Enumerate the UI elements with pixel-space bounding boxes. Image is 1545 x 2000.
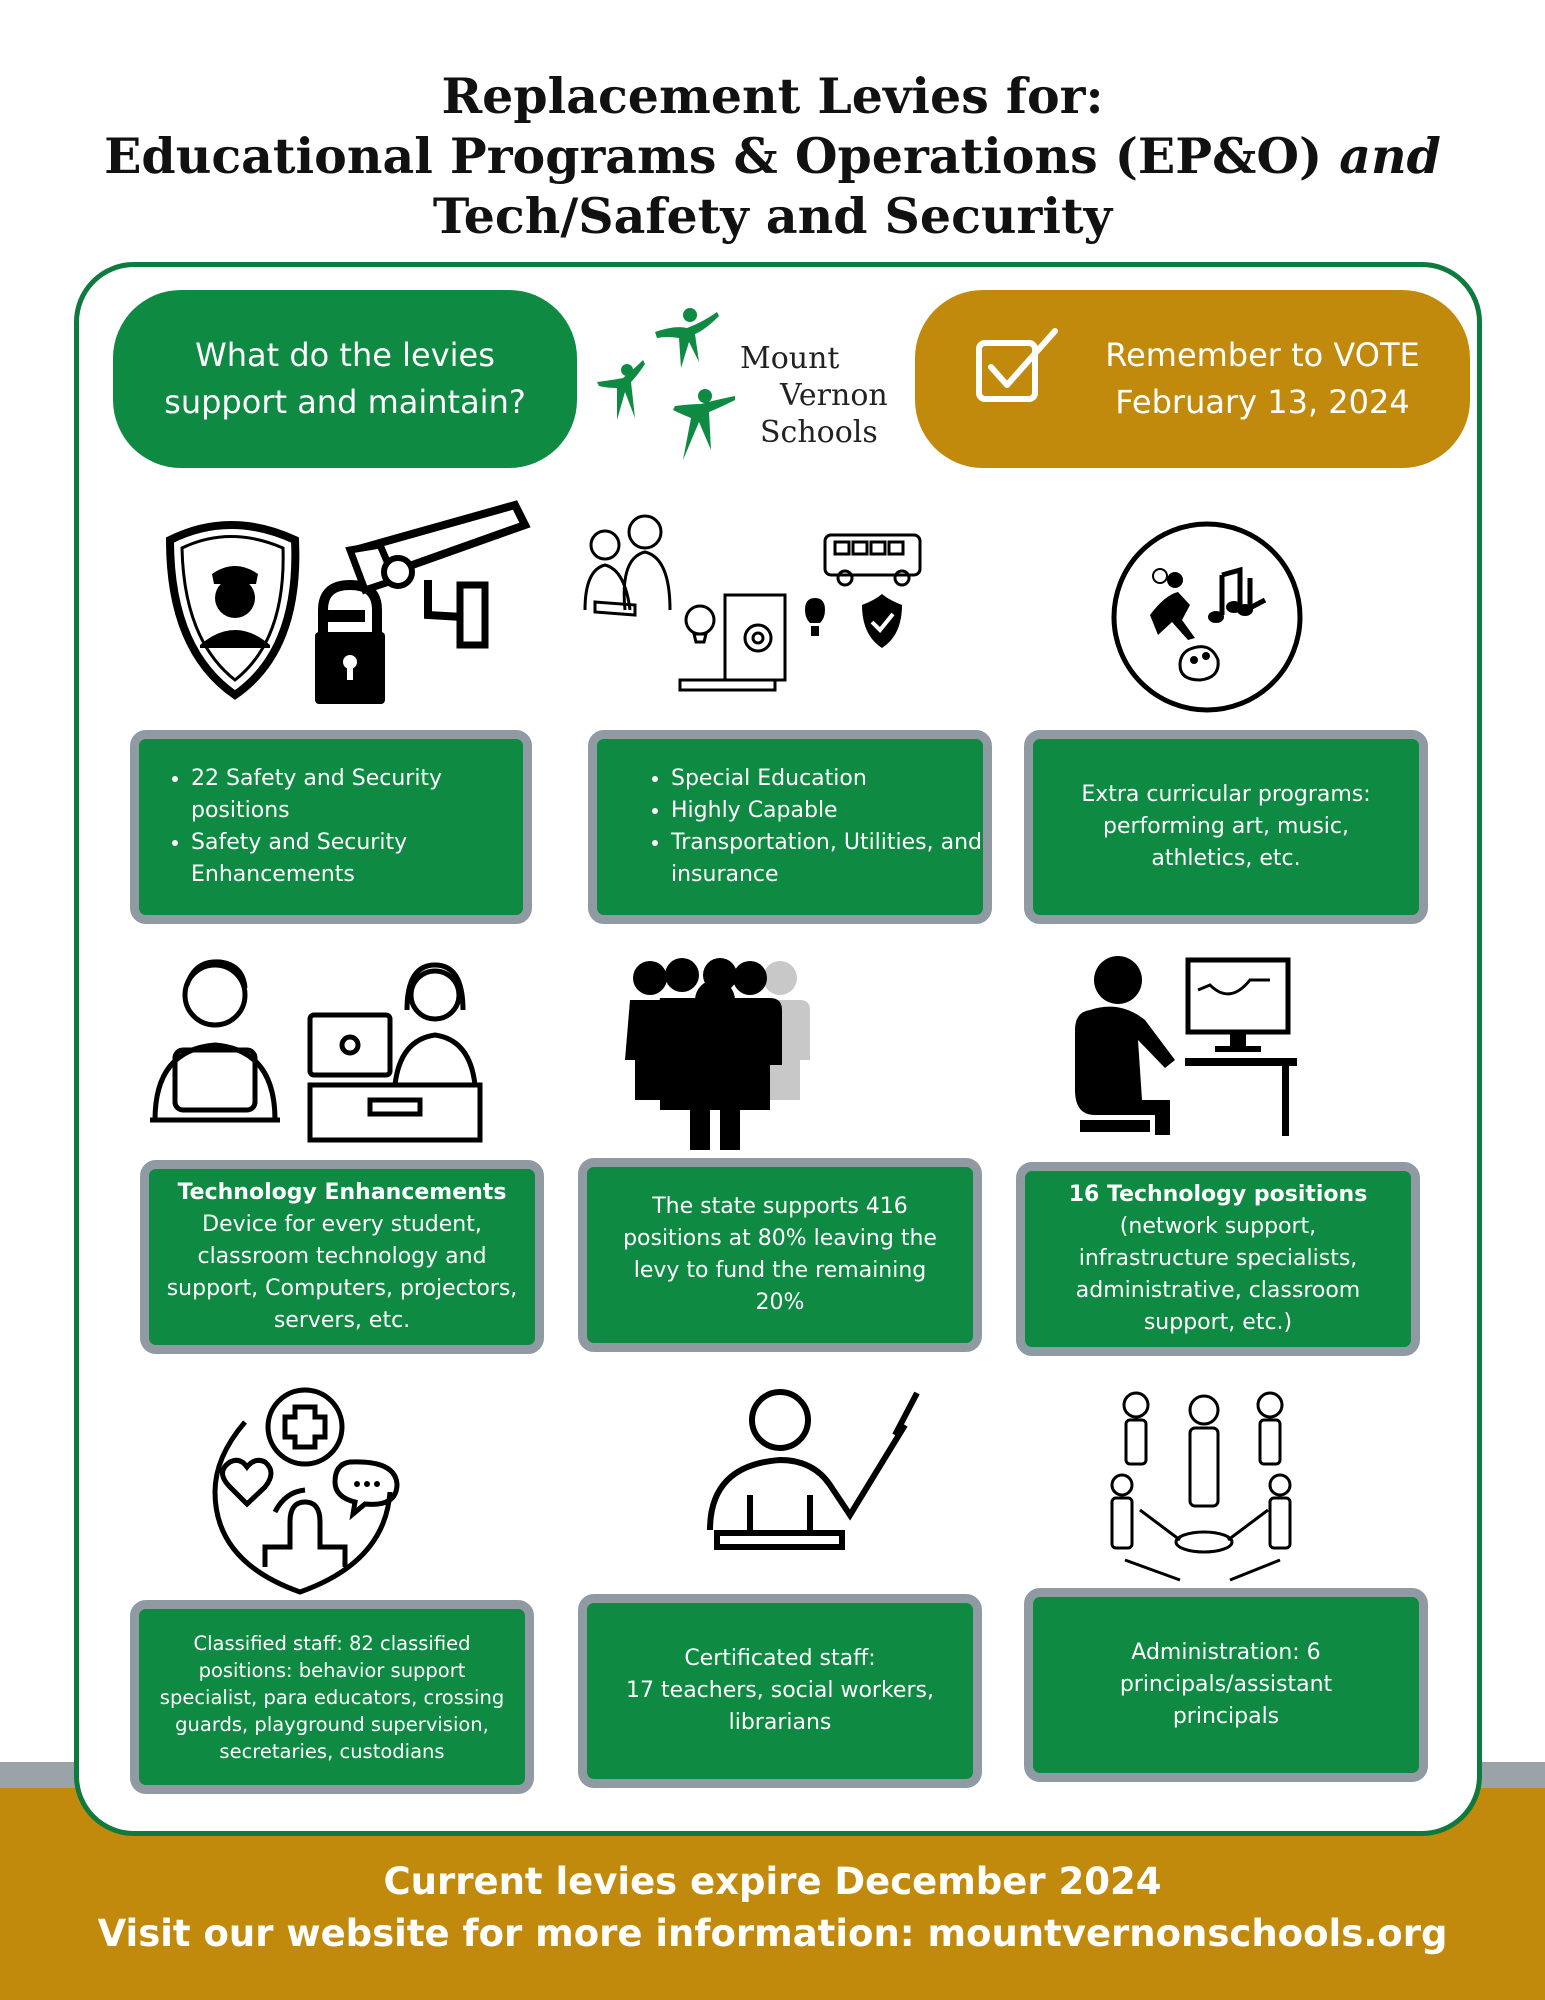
tech-pos-heading: 16 Technology positions	[1068, 1182, 1368, 1207]
tech-enh-line-4: servers, etc.	[273, 1308, 411, 1333]
education-transport-icon	[583, 514, 922, 692]
title-line-2: Educational Programs & Operations (EP&O)…	[0, 126, 1545, 186]
state-line-2: positions at 80% leaving the	[623, 1226, 937, 1251]
state-support-card: The state supports 416 positions at 80% …	[578, 1158, 982, 1352]
logo-line-3: Schools	[760, 415, 878, 450]
wellbeing-care-icon	[212, 1387, 400, 1595]
title-line-1: Replacement Levies for:	[441, 67, 1104, 125]
question-line-1: What do the levies	[195, 336, 495, 374]
certificated-line-1: Certificated staff:	[684, 1646, 876, 1671]
security-guard-camera-icon	[165, 500, 531, 704]
tech-enh-heading: Technology Enhancements	[177, 1180, 507, 1205]
tech-users-icon	[150, 959, 483, 1143]
tech-enh-line-2: classroom technology and	[197, 1244, 487, 1269]
logo-line-2: Vernon	[780, 378, 888, 413]
vote-line-2: February 13, 2024	[1115, 383, 1410, 421]
classified-line-5: secretaries, custodians	[219, 1739, 445, 1763]
classified-line-1: Classified staff: 82 classified	[193, 1631, 471, 1655]
question-pill: What do the levies support and maintain?	[113, 290, 577, 468]
extracurricular-line-1: Extra curricular programs:	[1081, 782, 1371, 807]
arts-athletics-icon	[1111, 521, 1303, 713]
classified-line-2: positions: behavior support	[198, 1658, 466, 1682]
state-line-1: The state supports 416	[652, 1194, 908, 1219]
tech-positions-card: 16 Technology positions (network support…	[1016, 1162, 1420, 1356]
title-line-3: Tech/Safety and Security	[432, 187, 1113, 245]
checkbox-icon	[976, 328, 1058, 402]
administration-network-icon	[1110, 1391, 1292, 1582]
question-line-2: support and maintain?	[164, 383, 526, 421]
programs-item-1: Special Education	[671, 763, 983, 795]
logo-figures-icon	[597, 308, 735, 460]
programs-card: Special Education Highly Capable Transpo…	[588, 730, 992, 924]
title-line-2-main: Educational Programs & Operations (EP&O)	[104, 127, 1323, 185]
vote-line-1: Remember to VOTE	[1105, 336, 1420, 374]
classified-line-3: specialist, para educators, crossing	[159, 1685, 505, 1709]
footer-website: Visit our website for more information: …	[97, 1912, 1448, 1955]
logo-line-1: Mount	[740, 341, 840, 376]
extracurricular-line-2: performing art, music,	[1102, 814, 1350, 839]
tech-enh-line-1: Device for every student,	[202, 1212, 482, 1237]
page-title: Replacement Levies for: Educational Prog…	[0, 66, 1545, 246]
safety-item-1: 22 Safety and Security positions	[191, 763, 523, 827]
tech-enh-line-3: support, Computers, projectors,	[166, 1276, 518, 1301]
teacher-pointer-icon	[707, 1389, 920, 1550]
certificated-line-3: librarians	[728, 1710, 832, 1735]
programs-item-2: Highly Capable	[671, 795, 983, 827]
extracurricular-line-3: athletics, etc.	[1151, 846, 1301, 871]
administration-card: Administration: 6 principals/assistant p…	[1024, 1588, 1428, 1782]
state-line-3: levy to fund the remaining	[633, 1258, 927, 1283]
computer-worker-icon	[1075, 956, 1297, 1136]
extracurricular-card: Extra curricular programs: performing ar…	[1024, 730, 1428, 924]
staff-group-icon	[625, 958, 810, 1150]
school-logo-text: Mount Vernon Schools	[740, 340, 920, 451]
classified-line-4: guards, playground supervision,	[175, 1712, 489, 1736]
tech-enhancements-card: Technology Enhancements Device for every…	[140, 1160, 544, 1354]
administration-line-3: principals	[1172, 1704, 1280, 1729]
safety-item-2: Safety and Security Enhancements	[191, 827, 523, 891]
footer-expiry: Current levies expire December 2024	[383, 1860, 1162, 1903]
tech-pos-line-2: infrastructure specialists,	[1078, 1246, 1358, 1271]
administration-line-1: Administration: 6	[1131, 1640, 1321, 1665]
tech-pos-line-3: administrative, classroom	[1075, 1278, 1361, 1303]
safety-list: 22 Safety and Security positions Safety …	[139, 763, 523, 891]
certificated-staff-card: Certificated staff: 17 teachers, social …	[578, 1594, 982, 1788]
certificated-line-2: 17 teachers, social workers,	[626, 1678, 934, 1703]
programs-list: Special Education Highly Capable Transpo…	[597, 763, 983, 891]
classified-staff-card: Classified staff: 82 classified position…	[130, 1600, 534, 1794]
programs-item-3: Transportation, Utilities, and insurance	[671, 827, 983, 891]
title-line-2-italic: and	[1339, 127, 1441, 185]
administration-line-2: principals/assistant	[1119, 1672, 1333, 1697]
safety-card: 22 Safety and Security positions Safety …	[130, 730, 532, 924]
vote-pill: Remember to VOTE February 13, 2024	[915, 290, 1470, 468]
tech-pos-line-4: support, etc.)	[1143, 1310, 1293, 1335]
tech-pos-line-1: (network support,	[1119, 1214, 1317, 1239]
state-line-4: 20%	[755, 1290, 805, 1315]
